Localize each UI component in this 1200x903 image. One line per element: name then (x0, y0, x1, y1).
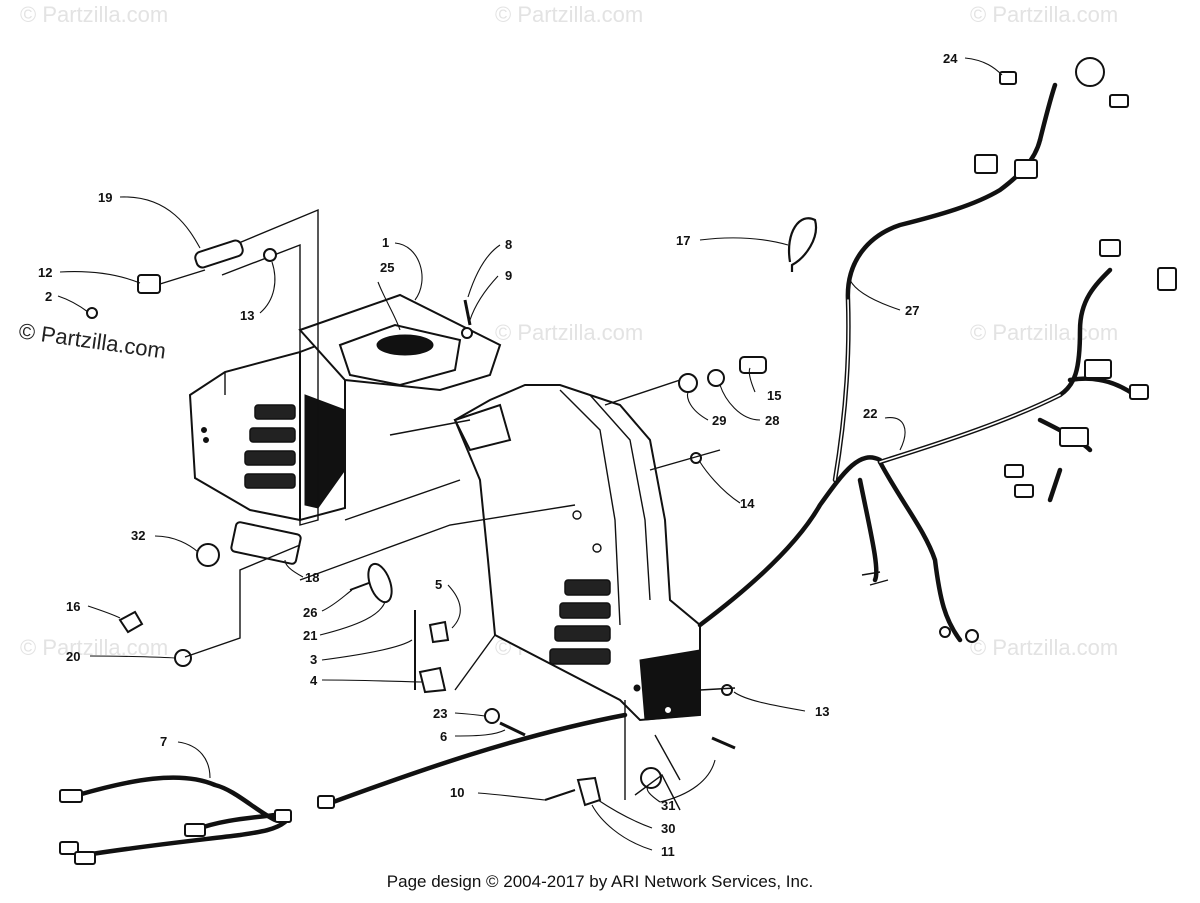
callout-15: 15 (767, 388, 781, 403)
callout-9: 9 (505, 268, 512, 283)
callout-3: 3 (310, 652, 317, 667)
callout-1: 1 (382, 235, 389, 250)
main-body (453, 384, 701, 722)
callout-17: 17 (676, 233, 690, 248)
harness-7 (59, 775, 292, 865)
watermark: © Partzilla.com (495, 320, 643, 345)
callout-16: 16 (66, 599, 80, 614)
callout-19: 19 (98, 190, 112, 205)
callout-32: 32 (131, 528, 145, 543)
top-cover (298, 293, 502, 392)
watermark: © Partzilla.com (970, 2, 1118, 27)
watermark: © Partzilla.com (495, 2, 643, 27)
callout-2: 2 (45, 289, 52, 304)
callout-31: 31 (661, 798, 675, 813)
callout-28: 28 (765, 413, 779, 428)
callout-22: 22 (863, 406, 877, 421)
callout-5: 5 (435, 577, 442, 592)
watermark-main: © Partzilla.com (17, 318, 167, 363)
callout-6: 6 (440, 729, 447, 744)
callout-30: 30 (661, 821, 675, 836)
callout-13: 13 (240, 308, 254, 323)
callout-20: 20 (66, 649, 80, 664)
callout-12: 12 (38, 265, 52, 280)
callout-numbers: 19 12 2 13 1 25 8 9 17 27 24 15 29 28 22… (38, 51, 958, 859)
watermark: © Partzilla.com (20, 2, 168, 27)
callout-10: 10 (450, 785, 464, 800)
callout-13b: 13 (815, 704, 829, 719)
leader-lines (57, 57, 1003, 851)
callout-7: 7 (160, 734, 167, 749)
bracket-outline (221, 208, 319, 526)
callout-18: 18 (305, 570, 319, 585)
page-footer: Page design © 2004-2017 by ARI Network S… (386, 872, 814, 891)
callout-21: 21 (303, 628, 317, 643)
callout-26: 26 (303, 605, 317, 620)
callout-14: 14 (740, 496, 755, 511)
callout-29: 29 (712, 413, 726, 428)
main-wiring-harness (697, 57, 1177, 643)
callout-27: 27 (905, 303, 919, 318)
callout-25: 25 (380, 260, 394, 275)
callout-11: 11 (661, 844, 675, 859)
callout-23: 23 (433, 706, 447, 721)
harness-clip (787, 217, 818, 272)
small-parts (86, 239, 767, 809)
taillight-housing (188, 333, 346, 522)
callout-4: 4 (310, 673, 318, 688)
callout-24: 24 (943, 51, 958, 66)
callout-8: 8 (505, 237, 512, 252)
watermark: © Partzilla.com (970, 635, 1118, 660)
watermark: © Partzilla.com (970, 320, 1118, 345)
